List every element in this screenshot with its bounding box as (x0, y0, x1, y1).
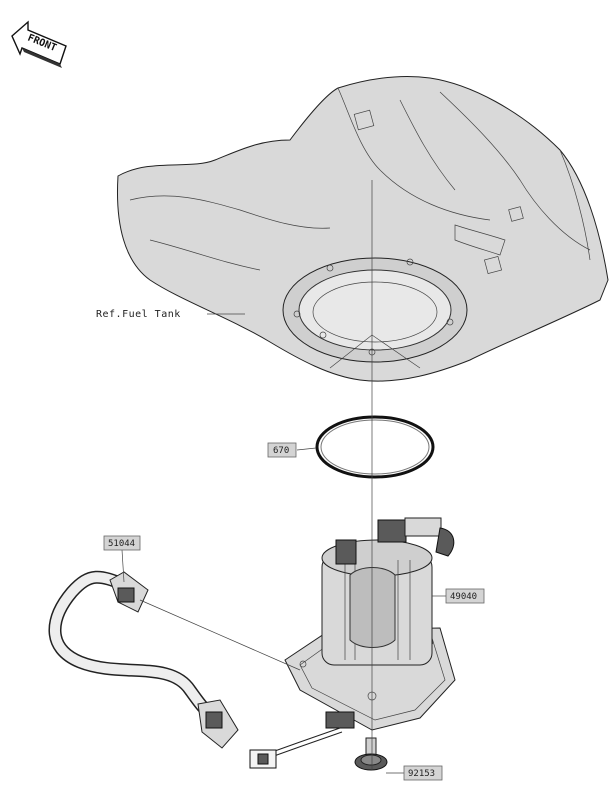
callout-92153-number: 92153 (408, 769, 435, 779)
o-ring (315, 415, 435, 479)
callout-670-number: 670 (273, 446, 289, 456)
front-arrow-icon (11, 20, 67, 68)
ref-fuel-tank-label: Ref.Fuel Tank (96, 309, 181, 320)
fuel-hose (48, 570, 239, 749)
callout-51044: 51044 (103, 535, 141, 551)
bolt (354, 737, 388, 771)
callout-92153: 92153 (403, 765, 443, 781)
callout-49040: 49040 (445, 588, 485, 604)
fuel-tank (117, 76, 609, 382)
leader-lines (121, 180, 446, 774)
callout-51044-number: 51044 (108, 539, 135, 549)
callout-670: 670 (267, 442, 297, 458)
callout-49040-number: 49040 (450, 592, 477, 602)
fuel-pump-assembly (249, 517, 456, 769)
